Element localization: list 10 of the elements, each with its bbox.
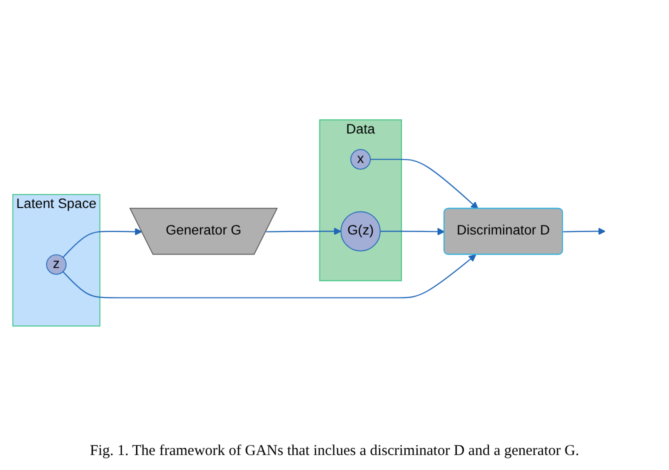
node-circle: x [350,148,371,170]
arrow [62,228,142,258]
node-circle: G(z) [340,210,381,251]
arrow [370,158,478,209]
arrow [380,227,445,235]
node-circle: z [46,254,67,274]
arrow [563,227,606,235]
arrow [266,227,342,235]
arrow [62,254,476,298]
figure-caption: Fig. 1. The framework of GANs that inclues a discriminator D and a generator G. [90,443,580,460]
